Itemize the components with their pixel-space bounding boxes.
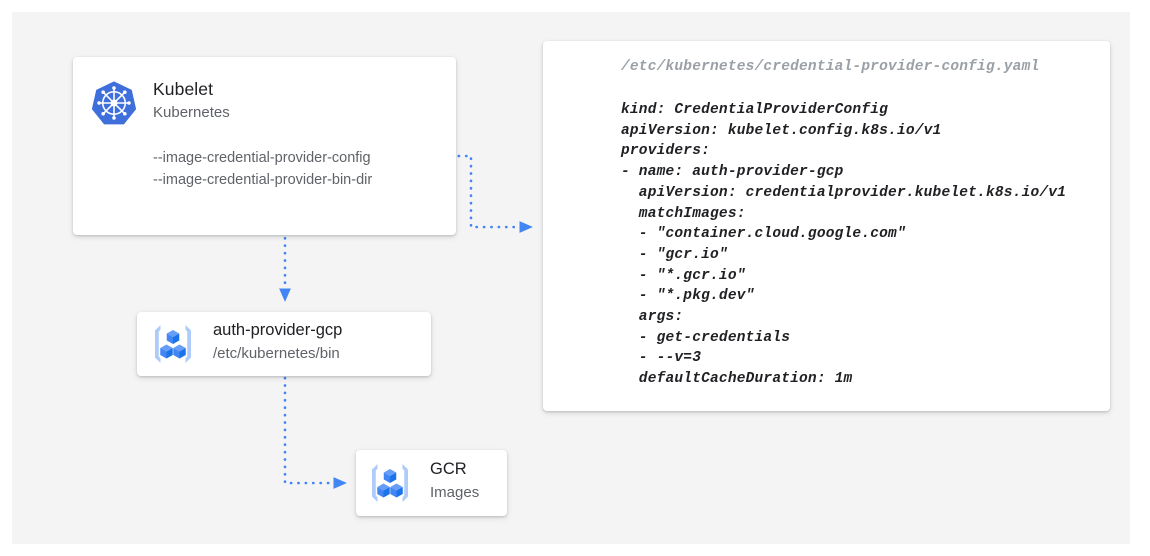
kubelet-subtitle: Kubernetes xyxy=(153,104,230,121)
gcr-subtitle: Images xyxy=(430,484,480,501)
credential-provider-config-card[interactable]: /etc/kubernetes/credential-provider-conf… xyxy=(543,41,1110,411)
kubelet-flag-image-credential-provider-config: --image-credential-provider-config xyxy=(153,150,371,166)
auth-provider-gcp-title: auth-provider-gcp xyxy=(213,321,343,339)
auth-provider-gcp-subtitle: /etc/kubernetes/bin xyxy=(213,345,340,362)
gcr-card[interactable]: GCR Images xyxy=(356,450,507,516)
kubelet-card[interactable]: Kubelet Kubernetes --image-credential-pr… xyxy=(73,57,456,235)
gcr-title: GCR xyxy=(430,460,467,478)
auth-provider-gcp-card[interactable]: auth-provider-gcp /etc/kubernetes/bin xyxy=(137,312,431,376)
yaml-content: kind: CredentialProviderConfig apiVersio… xyxy=(621,102,1067,388)
kubernetes-icon xyxy=(91,81,137,125)
container-registry-icon xyxy=(155,325,191,363)
kubelet-flag-image-credential-provider-bin-dir: --image-credential-provider-bin-dir xyxy=(153,172,373,188)
yaml-filename: /etc/kubernetes/credential-provider-conf… xyxy=(621,59,1040,75)
kubelet-title: Kubelet xyxy=(153,79,214,99)
container-registry-icon xyxy=(372,464,408,502)
